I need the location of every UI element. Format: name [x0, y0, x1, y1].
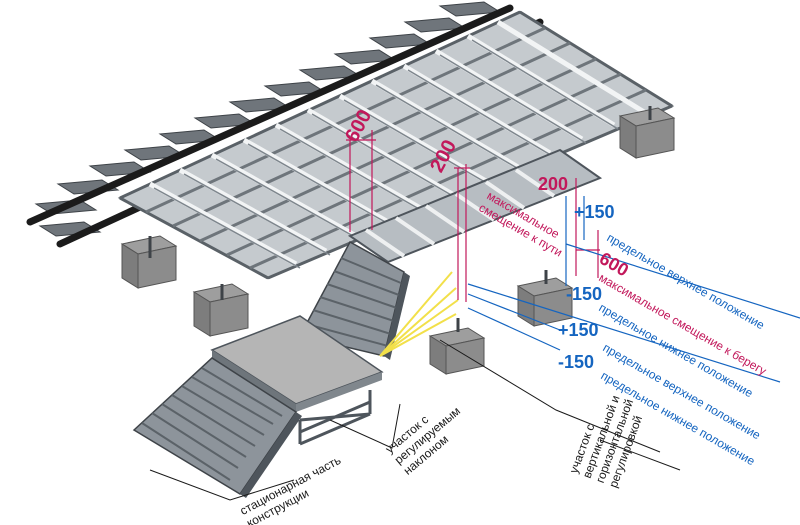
label-tilt-section: участок с регулируемым наклоном: [383, 404, 463, 478]
label-adjust-section: участок с вертикальной и горизонтальной …: [567, 393, 645, 489]
deck-slat-shadows: [153, 39, 619, 269]
support-block: [618, 107, 676, 159]
shift-track-value: 200: [538, 174, 568, 194]
dimension-lines: [346, 130, 600, 302]
support-block: [428, 327, 486, 375]
landing: [210, 315, 384, 412]
lower-limit-1-value: -150: [566, 284, 602, 304]
deck-slats: [148, 19, 646, 267]
support-block: [516, 277, 574, 327]
upper-limit-1-value: +150: [574, 202, 615, 222]
position-lines: [467, 196, 800, 383]
landing-support-frame: [298, 390, 372, 446]
upper-limit-2-value: +150: [558, 320, 599, 340]
lower-stair-flight: [132, 357, 302, 498]
leader-lines: [149, 339, 681, 501]
upper-stair-flight: [298, 240, 410, 360]
lower-limit-2-value: -150: [558, 352, 594, 372]
support-block: [120, 235, 178, 289]
concrete-supports: [120, 106, 676, 375]
support-posts: [148, 106, 652, 332]
tilt-range-rays: [379, 271, 459, 357]
